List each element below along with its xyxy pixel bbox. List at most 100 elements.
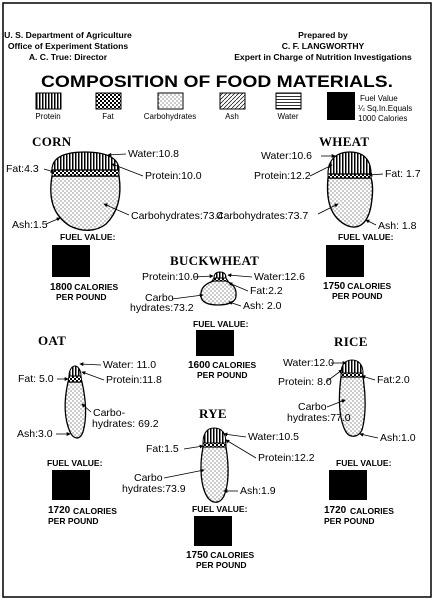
- rye-fat-band: [202, 442, 227, 448]
- rice-water-label: Water:12.0: [283, 357, 334, 369]
- buckwheat-ash-label: Ash: 2.0: [243, 300, 282, 312]
- legend-label-water: Water: [277, 112, 298, 121]
- header-left-line-3: A. C. True: Director: [29, 52, 108, 62]
- wheat-per-pound: PER POUND: [332, 291, 383, 301]
- grain-name-corn: CORN: [32, 134, 72, 149]
- grain-name-wheat: WHEAT: [319, 134, 369, 149]
- corn-carbohydrate-area: [50, 175, 121, 231]
- buckwheat-carbo-label-2: hydrates:73.2: [130, 302, 194, 314]
- oat-fat-band: [67, 375, 83, 383]
- legend-swatch-carbohydrates: [157, 92, 184, 110]
- corn-fuel-value-square: [52, 245, 90, 277]
- rye-carbohydrate-area: [200, 446, 229, 503]
- grain-name-buckwheat: BUCKWHEAT: [170, 253, 259, 268]
- rye-protein-cap: [202, 427, 227, 444]
- corn-protein-label: Protein:10.0: [145, 170, 202, 182]
- rye-fuel-value-label: FUEL VALUE:: [192, 504, 248, 514]
- rye-protein-label: Protein:12.2: [258, 452, 315, 464]
- oat-calories-unit: CALORIES: [73, 506, 117, 516]
- rice-ash-label: Ash:1.0: [380, 432, 416, 444]
- buckwheat-protein-cap: [213, 271, 227, 279]
- rye-fuel-value-square: [194, 516, 232, 546]
- corn-carbohydrates-label: Carbohydrates:73.4: [131, 210, 223, 222]
- legend-swatch-ash: [219, 92, 246, 110]
- oat-protein-label: Protein:11.8: [106, 374, 162, 386]
- grain-oat: OAT Water: 11.0 Fat: 5.0 Protein:11.8 Ca…: [17, 333, 162, 526]
- legend-fuel-note-2: ¼ Sq.In.Equals: [358, 104, 412, 113]
- wheat-protein-cap: [327, 151, 372, 175]
- legend-label-ash: Ash: [225, 112, 239, 121]
- header-right-line-1: Prepared by: [298, 30, 348, 40]
- wheat-water-label: Water:10.6: [261, 150, 312, 162]
- rice-fat-band: [340, 372, 364, 378]
- header-right-line-3: Expert in Charge of Nutrition Investigat…: [234, 52, 412, 62]
- legend-label-carbohydrates: Carbohydrates: [144, 112, 196, 121]
- wheat-carbohydrate-area: [326, 177, 374, 228]
- rice-carbo-label-2: hydrates:77.0: [287, 412, 351, 424]
- oat-carbo-label-2: hydrates: 69.2: [92, 418, 159, 430]
- rye-fat-label: Fat:1.5: [146, 443, 179, 455]
- corn-water-label: Water:10.8: [128, 148, 179, 160]
- grain-name-oat: OAT: [38, 333, 66, 348]
- header-left-line-2: Office of Experiment Stations: [8, 41, 129, 51]
- grain-name-rye: RYE: [199, 406, 227, 421]
- oat-fuel-value-label: FUEL VALUE:: [47, 458, 103, 468]
- wheat-fat-label: Fat: 1.7: [385, 168, 421, 180]
- header-right-line-2: C. F. LANGWORTHY: [282, 41, 365, 51]
- buckwheat-fat-label: Fat:2.2: [250, 285, 283, 297]
- oat-protein-cap: [68, 365, 82, 377]
- legend: Protein Fat Carbohydrates Ash Water Fuel…: [35, 92, 412, 123]
- corn-protein-cap: [51, 151, 120, 171]
- rye-carbo-label-1: Carbo: [134, 472, 163, 484]
- corn-per-pound: PER POUND: [56, 292, 107, 302]
- rice-fuel-value-label: FUEL VALUE:: [336, 458, 392, 468]
- legend-swatch-protein: [35, 92, 62, 110]
- rye-carbo-label-2: hydrates:73.9: [122, 483, 186, 495]
- corn-fat-band: [51, 169, 120, 177]
- oat-carbohydrate-area: [64, 381, 87, 439]
- rye-water-label: Water:10.5: [248, 431, 299, 443]
- legend-swatch-fat: [95, 92, 122, 110]
- rice-protein-cap: [340, 359, 364, 374]
- rice-fat-label: Fat:2.0: [377, 374, 410, 386]
- grain-corn: CORN Water:10.8 Protein:10.0 Fat:4.3 Car…: [6, 134, 223, 302]
- rice-protein-label: Protein: 8.0: [278, 376, 332, 388]
- oat-per-pound: PER POUND: [48, 516, 99, 526]
- rye-ash-label: Ash:1.9: [240, 485, 276, 497]
- grain-wheat: WHEAT Water:10.6 Protein:12.2 Fat: 1.7 C…: [216, 134, 421, 301]
- rice-carbohydrate-area: [338, 376, 366, 437]
- page-border: [2, 2, 432, 598]
- buckwheat-carbohydrate-area: [200, 280, 237, 306]
- legend-swatch-water: [275, 92, 302, 110]
- wheat-ash-label: Ash: 1.8: [378, 220, 417, 232]
- header-right: Prepared by C. F. LANGWORTHY Expert in C…: [234, 30, 412, 62]
- rice-fuel-value-square: [329, 470, 367, 500]
- legend-label-fat: Fat: [102, 112, 114, 121]
- buckwheat-carbo-label-1: Carbo: [145, 292, 174, 304]
- oat-fuel-value-square: [52, 470, 90, 500]
- rice-calories-number: 1720: [324, 505, 347, 516]
- buckwheat-fuel-value-label: FUEL VALUE:: [193, 319, 249, 329]
- wheat-carbohydrates-label: Carbohydrates:73.7: [216, 210, 308, 222]
- grain-name-rice: RICE: [334, 334, 368, 349]
- wheat-fuel-value-square: [326, 245, 364, 277]
- rice-per-pound: PER POUND: [324, 516, 375, 526]
- rye-per-pound: PER POUND: [196, 560, 247, 570]
- buckwheat-fuel-value-square: [196, 330, 234, 356]
- page-title: COMPOSITION OF FOOD MATERIALS.: [41, 72, 393, 91]
- oat-fat-label: Fat: 5.0: [18, 373, 54, 385]
- oat-carbo-label-1: Carbo-: [93, 407, 126, 419]
- oat-calories-number: 1720: [48, 505, 71, 516]
- rice-calories-unit: CALORIES: [350, 506, 394, 516]
- buckwheat-protein-label: Protein:10.0: [142, 271, 199, 283]
- buckwheat-per-pound: PER POUND: [197, 370, 248, 380]
- grain-rye: RYE Water:10.5 Fat:1.5 Protein:12.2 Carb…: [122, 406, 315, 570]
- grain-buckwheat: BUCKWHEAT Protein:10.0 Water:12.6 Fat:2.…: [130, 253, 305, 380]
- legend-swatch-fuel-value: [327, 92, 355, 120]
